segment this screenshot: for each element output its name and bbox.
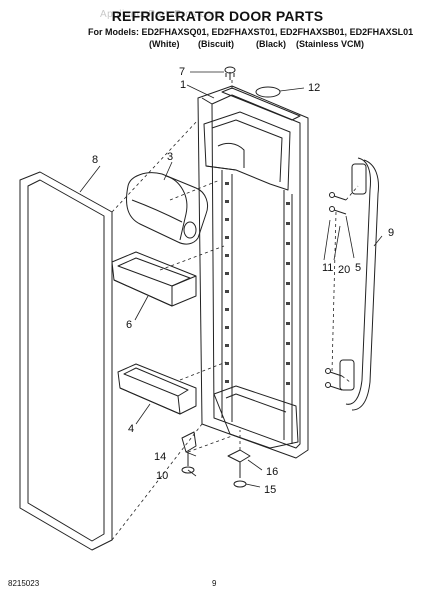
- watermark: AppliancePartsPros.com: [100, 9, 221, 20]
- callout-10: 10: [156, 470, 168, 482]
- lower-door-shelf: [117, 363, 197, 415]
- callout-9: 9: [388, 227, 394, 239]
- callout-16: 16: [266, 466, 278, 478]
- explosion-guide-lines: [111, 80, 359, 541]
- callout-5: 5: [355, 262, 361, 274]
- door-liner: [197, 85, 309, 459]
- leader-lines: [79, 71, 383, 488]
- callout-12: 12: [308, 82, 320, 94]
- page-title: REFRIGERATOR DOOR PARTS: [111, 8, 324, 24]
- finish-stainless-vcm: (Stainless VCM): [296, 39, 365, 49]
- document-part-number: 8215023: [8, 579, 40, 588]
- callout-11: 11: [322, 262, 333, 274]
- door-gasket: [19, 171, 113, 551]
- callout-3: 3: [167, 151, 173, 163]
- door-rail-holes: [225, 182, 290, 385]
- handle-screws: [325, 192, 347, 391]
- finish-white: (White): [149, 39, 180, 49]
- callout-15: 15: [264, 484, 276, 496]
- hinge-pin-assembly: [181, 431, 197, 474]
- ice-bin-cover: [126, 172, 209, 245]
- page-number: 9: [212, 579, 217, 588]
- door-bin: [111, 251, 197, 307]
- callout-6: 6: [126, 319, 132, 331]
- door-handle: [339, 157, 379, 411]
- callout-14: 14: [154, 451, 166, 463]
- callout-7: 7: [179, 66, 185, 78]
- top-screw: [224, 66, 236, 80]
- models-line: For Models: ED2FHAXSQ01, ED2FHAXST01, ED…: [88, 27, 414, 37]
- bottom-hinge-bushing: [227, 449, 251, 488]
- callout-4: 4: [128, 423, 134, 435]
- finish-biscuit: (Biscuit): [198, 39, 234, 49]
- callout-1: 1: [180, 79, 186, 91]
- callout-labels: 1 3 4 5 6 7 8 9 10 11 12 14 15 16 20: [92, 66, 394, 496]
- finish-black: (Black): [256, 39, 287, 49]
- callout-20: 20: [338, 264, 350, 276]
- callout-8: 8: [92, 154, 98, 166]
- cap-plug: [255, 86, 281, 98]
